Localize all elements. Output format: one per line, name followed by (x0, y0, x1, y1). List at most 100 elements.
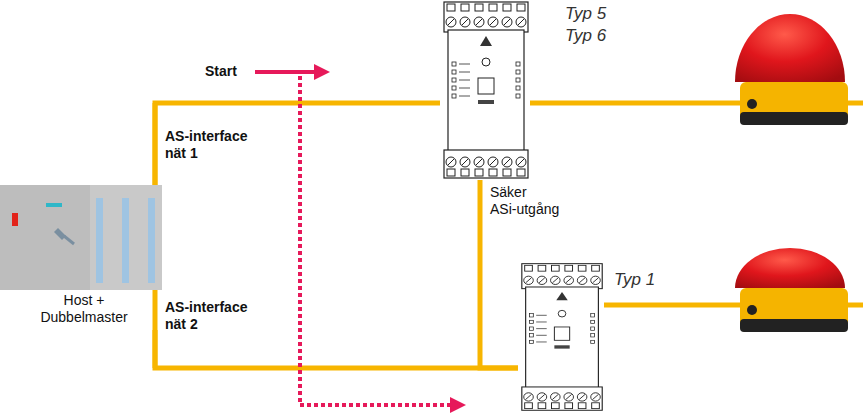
terminal-screw (460, 17, 470, 27)
terminal-screw (502, 17, 512, 27)
arrow-head (450, 397, 466, 413)
led (516, 78, 520, 82)
print-mark (536, 321, 547, 322)
terminal-screw (488, 17, 498, 27)
terminal-screw (524, 393, 534, 401)
led (591, 320, 595, 323)
screw-slot (518, 159, 524, 165)
emergency-stop (735, 248, 848, 332)
terminal-tooth (489, 169, 497, 176)
safety-module (444, 2, 528, 178)
terminal-screw (474, 157, 484, 167)
print-mark (459, 64, 470, 65)
terminal-screw (524, 276, 534, 284)
terminal-tooth (503, 169, 511, 176)
screw-slot (490, 159, 496, 165)
terminal-tooth (503, 4, 511, 11)
screw-slot (504, 159, 510, 165)
terminal-tooth (592, 265, 600, 271)
led (529, 334, 533, 337)
terminal-screw (488, 157, 498, 167)
screw-slot (539, 394, 545, 399)
terminal-screw (564, 276, 574, 284)
led (591, 334, 595, 337)
terminal-tooth (475, 4, 483, 11)
print-mark (459, 96, 470, 97)
terminal-tooth (525, 265, 533, 271)
led (529, 340, 533, 343)
terminal-tooth (592, 403, 600, 409)
network-label: AS-interface nät 1 (165, 128, 265, 162)
bus-connector (155, 103, 440, 185)
led (452, 70, 456, 74)
terminal-tooth (551, 403, 559, 409)
emergency-stop (735, 14, 848, 125)
terminal-tooth (525, 403, 533, 409)
screw-slot (593, 394, 599, 399)
screw-slot (566, 394, 572, 399)
terminal-screw (577, 393, 587, 401)
terminal-tooth (447, 169, 455, 176)
screw-slot (552, 278, 558, 283)
screw-slot (476, 159, 482, 165)
led (529, 314, 533, 317)
terminal-screw (516, 157, 526, 167)
led (591, 340, 595, 343)
screw-slot (462, 19, 468, 25)
terminal-tooth (461, 169, 469, 176)
print-mark (536, 335, 547, 336)
terminal-tooth (538, 403, 546, 409)
led (516, 94, 520, 98)
terminal-tooth (489, 4, 497, 11)
terminal-tooth (565, 403, 573, 409)
terminal-tooth (565, 265, 573, 271)
screw-slot (462, 159, 468, 165)
led (529, 320, 533, 323)
print-mark (459, 80, 470, 81)
dotted-signal (300, 76, 452, 405)
terminal-screw (591, 393, 601, 401)
led (591, 314, 595, 317)
terminal-tooth (475, 169, 483, 176)
terminal-tooth (578, 265, 586, 271)
terminal-tooth (551, 265, 559, 271)
led (452, 78, 456, 82)
type-label: Typ 6 (565, 26, 606, 46)
led (591, 327, 595, 330)
screw-slot (504, 19, 510, 25)
print-mark (536, 315, 547, 316)
led (516, 62, 520, 66)
terminal-tooth (447, 4, 455, 11)
terminal-screw (446, 157, 456, 167)
led (516, 70, 520, 74)
terminal-screw (537, 276, 547, 284)
screw-slot (526, 394, 532, 399)
terminal-screw (577, 276, 587, 284)
host-label: Host + Dubbelmaster (40, 292, 127, 326)
host-box: Host + Dubbelmaster (0, 185, 168, 330)
safety-module (522, 264, 602, 411)
screw-slot (448, 19, 454, 25)
terminal-screw (537, 393, 547, 401)
terminal-tooth (461, 4, 469, 11)
screw-slot (579, 278, 585, 283)
type-label: Typ 1 (614, 270, 655, 290)
screw-slot (448, 159, 454, 165)
bus-connector (155, 330, 518, 368)
type-label: Typ 5 (565, 4, 606, 24)
arrow-head (314, 64, 330, 80)
led (529, 327, 533, 330)
module-box: Typ 5Typ 6 (440, 0, 532, 180)
screw-slot (476, 19, 482, 25)
plc-symbol (0, 185, 162, 290)
screw-slot (593, 278, 599, 283)
print-mark (459, 88, 470, 89)
screw-slot (518, 19, 524, 25)
signal-label: Start (205, 63, 237, 80)
screw-slot (552, 394, 558, 399)
led (452, 62, 456, 66)
screw-slot (526, 278, 532, 283)
